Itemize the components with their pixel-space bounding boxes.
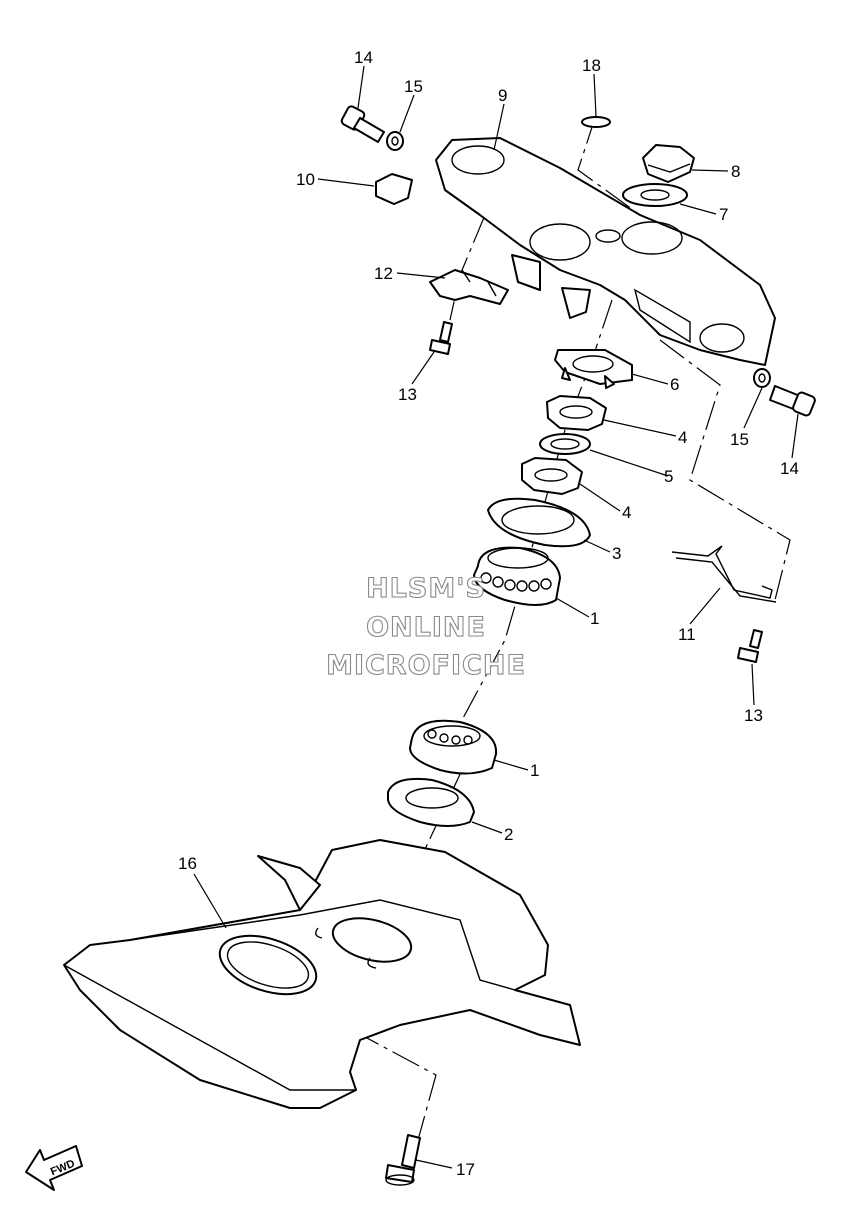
ring-nut-upper[interactable] xyxy=(546,395,607,431)
callout-17: 17 xyxy=(456,1160,475,1179)
callout-1-upper: 1 xyxy=(590,609,599,628)
callout-15-left: 15 xyxy=(404,77,423,96)
watermark-line-2: ONLINE xyxy=(366,612,486,643)
callout-1-lower: 1 xyxy=(530,761,539,780)
watermark-line-1: HLSM'S xyxy=(366,573,486,604)
callout-2: 2 xyxy=(504,825,513,844)
guard-bolt[interactable] xyxy=(385,1134,421,1186)
callout-6: 6 xyxy=(670,375,679,394)
callout-14-left: 14 xyxy=(354,48,373,67)
callout-4-lower: 4 xyxy=(622,503,631,522)
small-bolt-right[interactable] xyxy=(737,629,763,663)
callout-16: 16 xyxy=(178,854,197,873)
guard-plate[interactable] xyxy=(63,839,581,1109)
bearing-lower[interactable] xyxy=(409,719,498,775)
damper-block[interactable] xyxy=(375,173,413,205)
bolt-left[interactable] xyxy=(340,105,385,143)
leader-lines xyxy=(193,65,799,1169)
washer-left[interactable] xyxy=(386,131,404,151)
small-bolt-upper[interactable] xyxy=(429,321,453,355)
callout-7: 7 xyxy=(719,205,728,224)
callout-13-right: 13 xyxy=(744,706,763,725)
callout-10: 10 xyxy=(296,170,315,189)
callout-4-upper: 4 xyxy=(678,428,687,447)
ring-nut-lower[interactable] xyxy=(521,457,583,495)
callout-labels: 14 15 9 18 8 7 10 12 13 6 4 5 4 3 1 15 1… xyxy=(178,48,799,1179)
dust-seal[interactable] xyxy=(487,497,591,548)
watermark-line-3: MICROFICHE xyxy=(326,650,526,681)
bearing-balls xyxy=(480,572,552,592)
cap[interactable] xyxy=(581,116,611,128)
callout-13-upper: 13 xyxy=(398,385,417,404)
forward-arrow-icon: FWD xyxy=(25,1145,83,1191)
callout-12: 12 xyxy=(374,264,393,283)
callout-14-right: 14 xyxy=(780,459,799,478)
callout-8: 8 xyxy=(731,162,740,181)
washer-7[interactable] xyxy=(622,183,688,207)
callout-9: 9 xyxy=(498,86,507,105)
washer-right[interactable] xyxy=(753,368,771,388)
steering-nut[interactable] xyxy=(642,144,695,183)
callout-5: 5 xyxy=(664,467,673,486)
callout-3: 3 xyxy=(612,544,621,563)
washer-5[interactable] xyxy=(539,433,591,455)
bearing-upper[interactable] xyxy=(473,546,561,606)
upper-bracket[interactable] xyxy=(435,137,776,366)
lock-washer[interactable] xyxy=(554,349,633,389)
lower-seal[interactable] xyxy=(387,777,475,827)
watermark: HLSM'S ONLINE MICROFICHE xyxy=(326,572,526,681)
wire-clip[interactable] xyxy=(671,545,777,603)
callout-11: 11 xyxy=(678,625,696,644)
callout-15-right: 15 xyxy=(730,430,749,449)
clamp-plate[interactable] xyxy=(429,269,509,305)
callout-18: 18 xyxy=(582,56,601,75)
bolt-right[interactable] xyxy=(769,385,816,417)
